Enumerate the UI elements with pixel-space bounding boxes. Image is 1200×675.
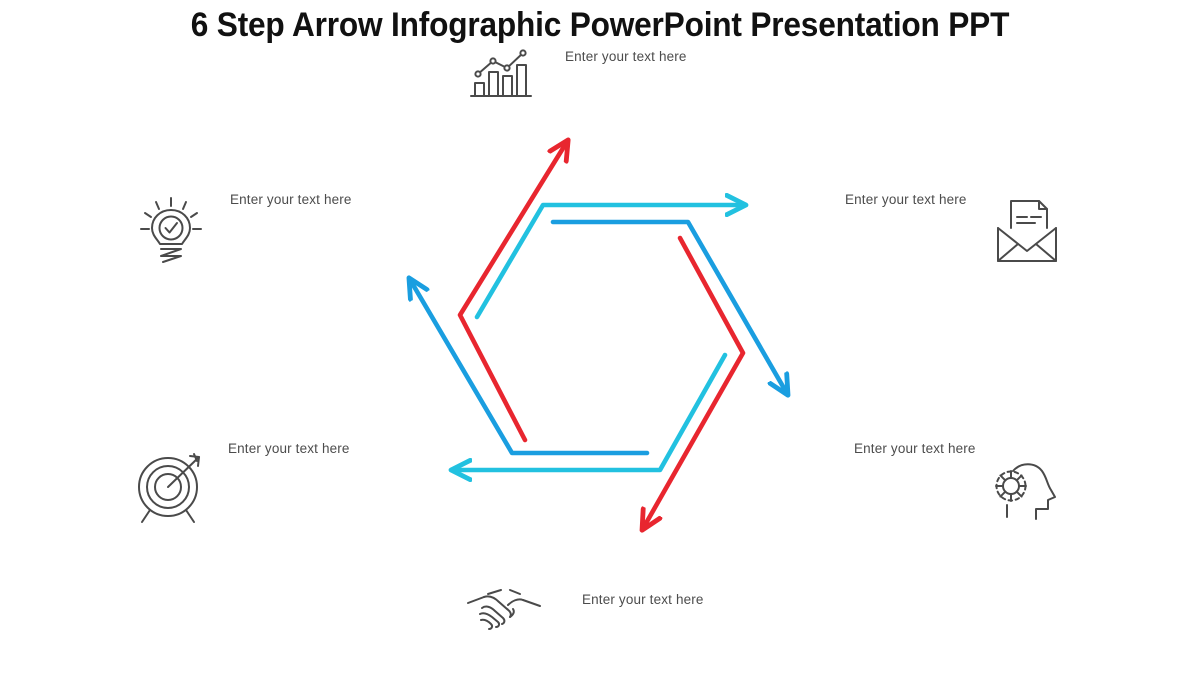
bar-chart-line-icon (468, 48, 534, 100)
step-label-right-bottom: Enter your text here (854, 441, 976, 456)
step-label-top: Enter your text here (565, 49, 687, 64)
arrow-segment-blue-lower-left (412, 283, 650, 456)
step-label-left-bottom: Enter your text here (228, 441, 350, 456)
handshake-icon (466, 588, 542, 634)
step-label-right-top: Enter your text here (845, 192, 967, 207)
hexagon-arrow-diagram (395, 125, 805, 555)
target-arrow-icon (133, 452, 209, 526)
arrow-segment-cyan-bottom (457, 352, 728, 470)
arrow-segment-red-lower-right (645, 235, 746, 525)
lightbulb-check-icon (134, 196, 208, 268)
page-title: 6 Step Arrow Infographic PowerPoint Pres… (190, 6, 1010, 44)
arrow-segment-cyan-top (474, 205, 740, 320)
arrow-segment-red-upper-left (457, 145, 565, 443)
envelope-letter-icon (992, 198, 1062, 264)
step-label-left-top: Enter your text here (230, 192, 352, 207)
head-gear-icon (991, 459, 1061, 521)
arrow-segment-blue-upper-right (550, 219, 785, 390)
step-label-bottom: Enter your text here (582, 592, 704, 607)
